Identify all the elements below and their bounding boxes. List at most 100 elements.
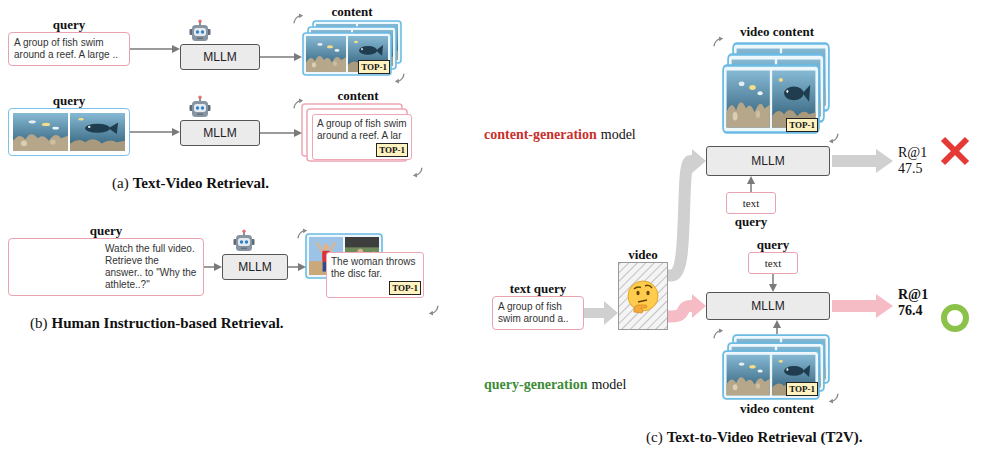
label-text: model [591, 376, 626, 393]
hatched-unknown-video-part-part [636, 291, 639, 295]
flow-arrow [260, 56, 294, 58]
model-box: MLLM [180, 44, 260, 70]
instruction-query-box: queryWatch the full video. Retrieve the … [8, 238, 204, 296]
flow-arrow [776, 328, 778, 334]
label-text: (b) [30, 314, 48, 332]
robot-icon [190, 20, 211, 42]
hatched-unknown-video [618, 262, 668, 330]
box-heading: video content [740, 24, 814, 39]
score-text: 47.5 [898, 161, 923, 177]
panel-caption: (b)Human Instruction-based Retrieval. [30, 314, 284, 332]
model-label: MLLM [751, 154, 784, 168]
hatched-unknown-video-part-part [638, 300, 647, 302]
rank-tag: TOP-1 [786, 382, 818, 396]
hatched-unknown-video-part-part [634, 287, 641, 289]
content-stack: contentTOP-1 [302, 20, 402, 76]
rank-tag: TOP-1 [389, 281, 421, 295]
video-card-stack-part [714, 328, 723, 338]
box-heading: query [735, 214, 768, 229]
score-text: R@1 [898, 145, 927, 161]
video-card-stack-part [294, 13, 303, 23]
model-kind-label: query-generationmodel [484, 376, 626, 393]
panel-caption: (a)Text-Video Retrieval. [112, 174, 269, 192]
box-heading: video [628, 247, 658, 262]
box-text: A group of fish swim around a reef. A la… [14, 37, 124, 61]
text-input-box: textquery [726, 192, 776, 214]
video-card-stack-part [829, 394, 838, 404]
model-label: MLLM [203, 50, 236, 64]
box-heading: content [331, 4, 372, 19]
label-text: model [601, 126, 636, 143]
flow-arrow [130, 48, 172, 50]
flow-arrow [260, 132, 294, 134]
flow-band [668, 306, 692, 316]
score-text: 76.4 [898, 303, 923, 319]
label-text: query-generation [484, 376, 587, 393]
box-heading: content [337, 88, 378, 103]
video-content-stack: video contentTOP-1 [722, 334, 832, 400]
video-card-stack-part [723, 66, 819, 133]
text-card-stack-part [294, 98, 303, 108]
model-box: MLLM [180, 120, 260, 146]
label-text: content-generation [484, 126, 597, 143]
video-card-stack-part [395, 74, 404, 84]
result-arrow-part [832, 300, 876, 312]
box-heading: query [53, 93, 86, 108]
content-stack: The woman throws the disc far.TOP-1 [306, 234, 426, 298]
video-card-stack-part [714, 36, 723, 46]
model-box: MLLM [222, 254, 288, 280]
hatched-unknown-video-part-part [645, 285, 652, 288]
model-label: MLLM [238, 260, 271, 274]
query-video-box: query [8, 108, 130, 156]
content-stack: contentA group of fish swim around a ree… [302, 104, 414, 160]
mixed-card-stack-part [429, 306, 438, 316]
rank-label: TOP-1 [789, 119, 815, 131]
box-heading: query [53, 17, 86, 32]
model-label: MLLM [751, 299, 784, 313]
rank-tag: TOP-1 [376, 143, 408, 157]
result-arrow-part [832, 155, 876, 167]
rank-label: TOP-1 [361, 61, 387, 73]
video-content-stack: video contentTOP-1 [722, 40, 832, 136]
result-arrow-part [876, 294, 893, 318]
rank-tag: TOP-1 [786, 118, 818, 132]
video-card-stack [714, 328, 838, 403]
flow-band [584, 308, 604, 318]
rank-label: TOP-1 [379, 144, 405, 156]
text-input-box: querytext [748, 252, 798, 274]
rank-label: TOP-1 [789, 383, 815, 395]
fail-cross-part [943, 139, 967, 163]
success-ring [944, 307, 966, 329]
flow-band [668, 161, 692, 276]
query-text-box: queryA group of fish swim around a reef.… [8, 32, 130, 66]
result-arrow-part [876, 149, 893, 173]
query-video-frames-part [13, 113, 68, 151]
rank-label: TOP-1 [392, 282, 418, 294]
robot-icon [234, 230, 255, 252]
mixed-card-stack-part [298, 228, 307, 238]
flow-arrow [750, 184, 752, 192]
box-text: text [743, 197, 760, 210]
box-heading: text query [510, 281, 567, 296]
flow-arrow [130, 131, 172, 133]
recall-score: R@147.5 [898, 145, 927, 177]
hatched-unknown-video-part-part [646, 291, 649, 295]
box-heading: video content [740, 401, 814, 416]
label-text: Text-to-Video Retrieval (T2V). [667, 428, 863, 446]
mixed-card-stack [298, 228, 438, 315]
model-box: MLLM [706, 292, 830, 320]
flow-arrow [772, 274, 774, 284]
video-card-stack-part [303, 33, 391, 75]
query-video-frames-part [70, 113, 125, 151]
video-card-stack-part [723, 351, 819, 399]
hatched-unknown-video-part-part [634, 305, 647, 313]
box-text: Watch the full video. Retrieve the answe… [105, 243, 198, 291]
robot-icon [190, 96, 211, 118]
fail-cross-part [943, 139, 967, 163]
box-text: A group of fish swim around a.. [498, 301, 578, 325]
model-box: MLLM [706, 146, 830, 176]
label-text: Text-Video Retrieval. [133, 174, 269, 192]
fail-cross [943, 139, 967, 163]
text-card-stack [294, 98, 422, 177]
text-card-stack-part [413, 168, 422, 178]
